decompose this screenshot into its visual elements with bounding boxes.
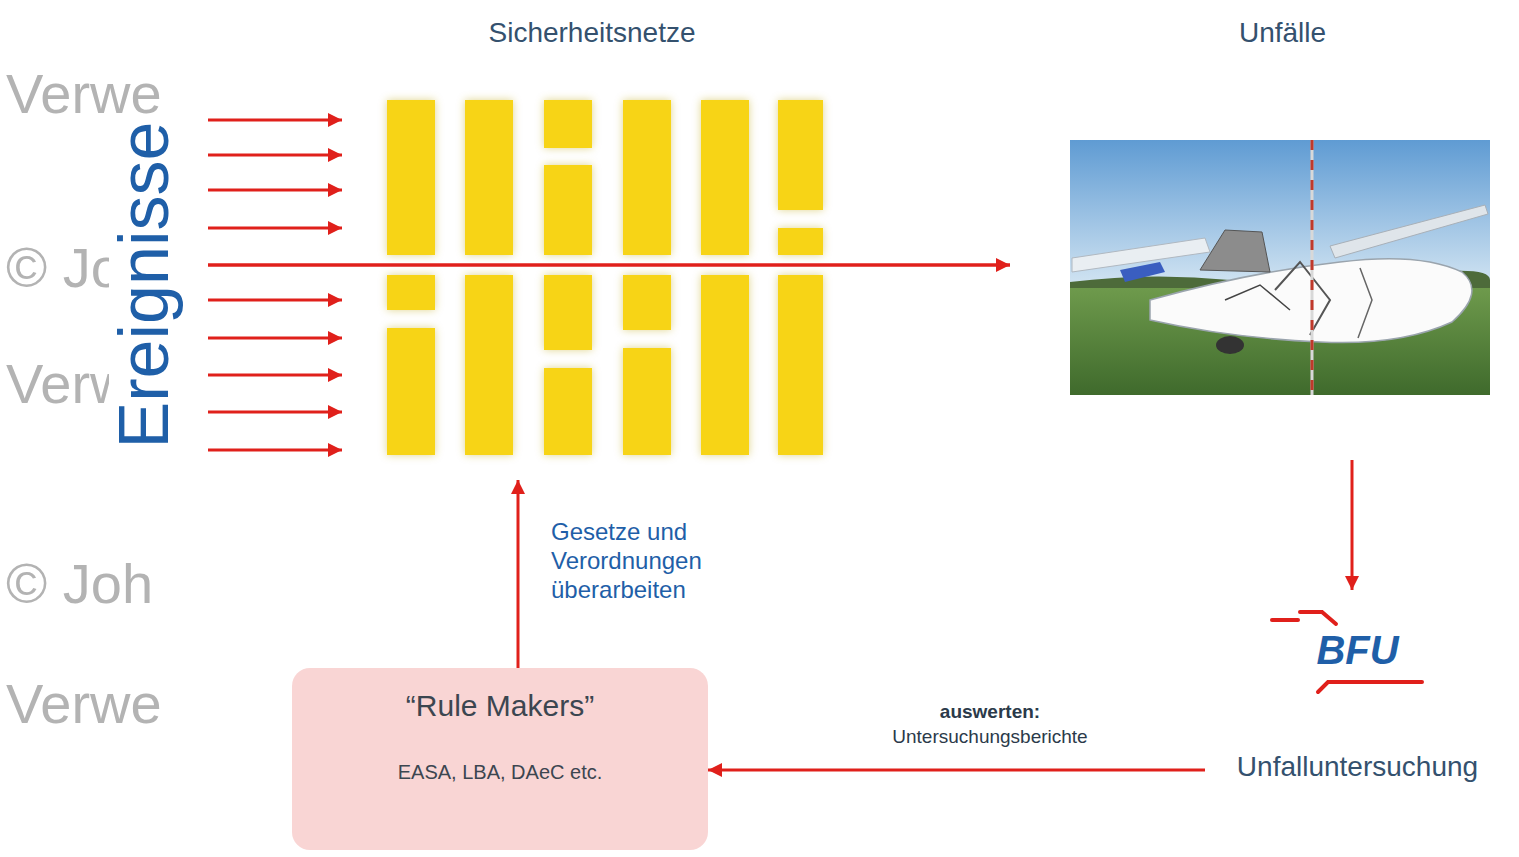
safety-nets: Sicherheitsnetze [342,10,842,480]
flow-arrow [208,411,342,414]
watermark-text: Verwe [6,676,162,732]
flow-arrow [208,154,342,157]
node-text: Unfalluntersuchung [1237,750,1478,784]
safety-net-bars [387,100,823,455]
node-heading: Ereignisse [109,118,179,453]
edge-label: auswerten: Untersuchungsberichte [875,700,1105,749]
flow-arrow [208,263,1010,267]
node-heading: Unfälle [1239,16,1326,50]
flow-arrow [517,480,520,668]
flow-arrow [208,189,342,192]
accident-photo: Unfälle [1010,10,1495,460]
flow-arrow [208,299,342,302]
event-label: Ereignisse [80,100,208,470]
investigation-agency: BFU Unfalluntersuchung [1205,590,1510,790]
flow-arrow [208,449,342,452]
flow-arrow [708,769,1205,772]
rule-makers-box: “Rule Makers” EASA, LBA, DAeC etc. [292,668,708,850]
flow-arrow [208,227,342,230]
node-heading: Sicherheitsnetze [488,16,695,50]
watermark-text: © Joh [6,556,153,612]
flow-arrow [208,119,342,122]
node-text: EASA, LBA, DAeC etc. [398,760,603,784]
node-heading: “Rule Makers” [406,688,594,724]
flow-arrow [208,374,342,377]
flow-arrow [208,337,342,340]
bfu-logo-strokes [1272,612,1422,692]
node-heading: BFU [1316,630,1398,670]
glider-crash-photo [1070,140,1490,395]
edge-label: Gesetze und Verordnungen überarbeiten [551,518,741,604]
watermark-text: Verwe [6,66,162,122]
flow-arrow [1351,460,1354,590]
